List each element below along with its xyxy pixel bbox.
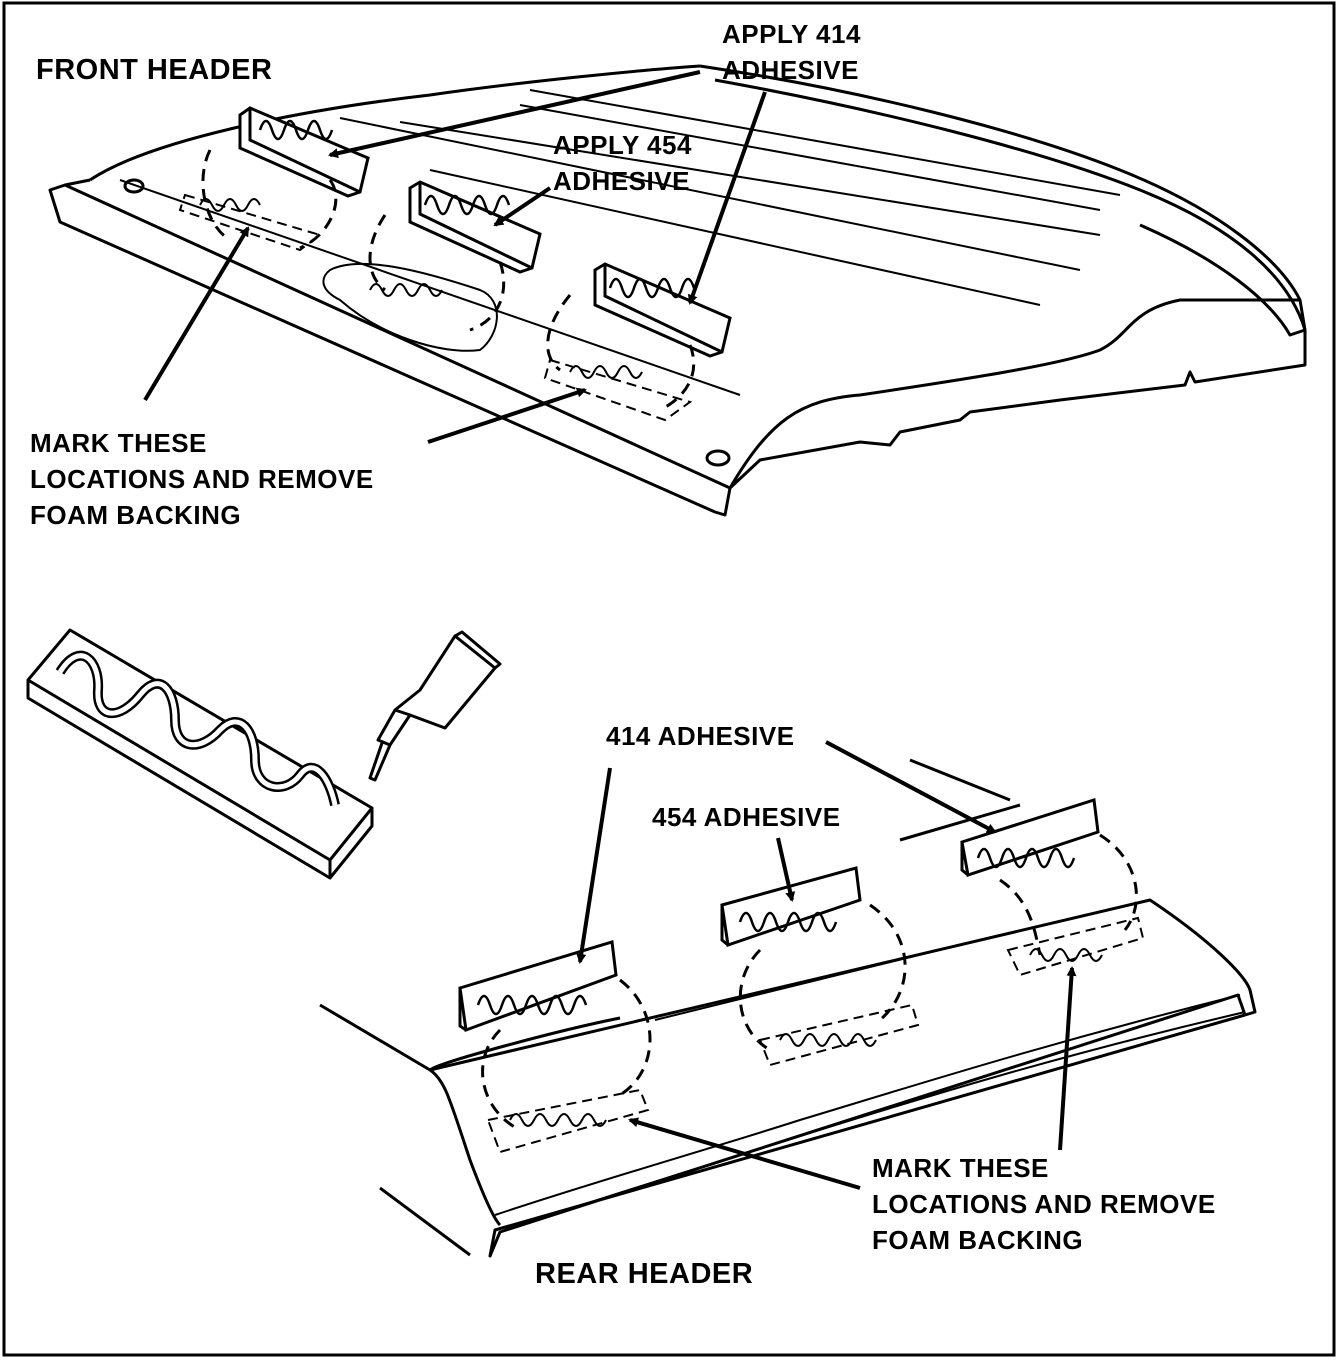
rear-header-panel — [319, 758, 1257, 1258]
rear-mark-note: MARK THESE LOCATIONS AND REMOVE FOAM BAC… — [872, 1150, 1216, 1258]
apply-454-line-2: ADHESIVE — [553, 166, 690, 196]
front-mark-note-line-3: FOAM BACKING — [30, 500, 242, 530]
adhesive-tube-inset — [26, 628, 502, 880]
rear-mark-note-line-2: LOCATIONS AND REMOVE — [872, 1189, 1216, 1219]
rear-header-title: REAR HEADER — [535, 1258, 754, 1290]
rear-414-label: 414 ADHESIVE — [606, 721, 795, 751]
rear-mark-note-line-1: MARK THESE — [872, 1153, 1049, 1183]
rear-pad-right — [960, 798, 1145, 977]
apply-414-label: APPLY 414 ADHESIVE — [722, 16, 861, 88]
front-mark-note-line-1: MARK THESE — [30, 428, 207, 458]
front-mark-note: MARK THESE LOCATIONS AND REMOVE FOAM BAC… — [30, 425, 374, 533]
apply-414-line-1: APPLY 414 — [722, 19, 861, 49]
front-header-title: FRONT HEADER — [36, 54, 273, 86]
rear-454-label: 454 ADHESIVE — [652, 802, 841, 832]
apply-454-line-1: APPLY 454 — [553, 130, 692, 160]
rear-pad-left — [458, 940, 652, 1154]
front-pad-right — [543, 262, 732, 422]
rear-arrows — [576, 740, 1077, 1190]
front-pad-left — [178, 106, 370, 252]
apply-414-line-2: ADHESIVE — [722, 55, 859, 85]
front-pad-center — [322, 180, 542, 352]
rear-mark-note-line-3: FOAM BACKING — [872, 1225, 1084, 1255]
front-header-panel — [48, 64, 1307, 517]
front-arrows — [143, 70, 767, 444]
apply-454-label: APPLY 454 ADHESIVE — [553, 127, 692, 199]
rear-pad-center — [720, 866, 920, 1067]
front-mark-note-line-2: LOCATIONS AND REMOVE — [30, 464, 374, 494]
